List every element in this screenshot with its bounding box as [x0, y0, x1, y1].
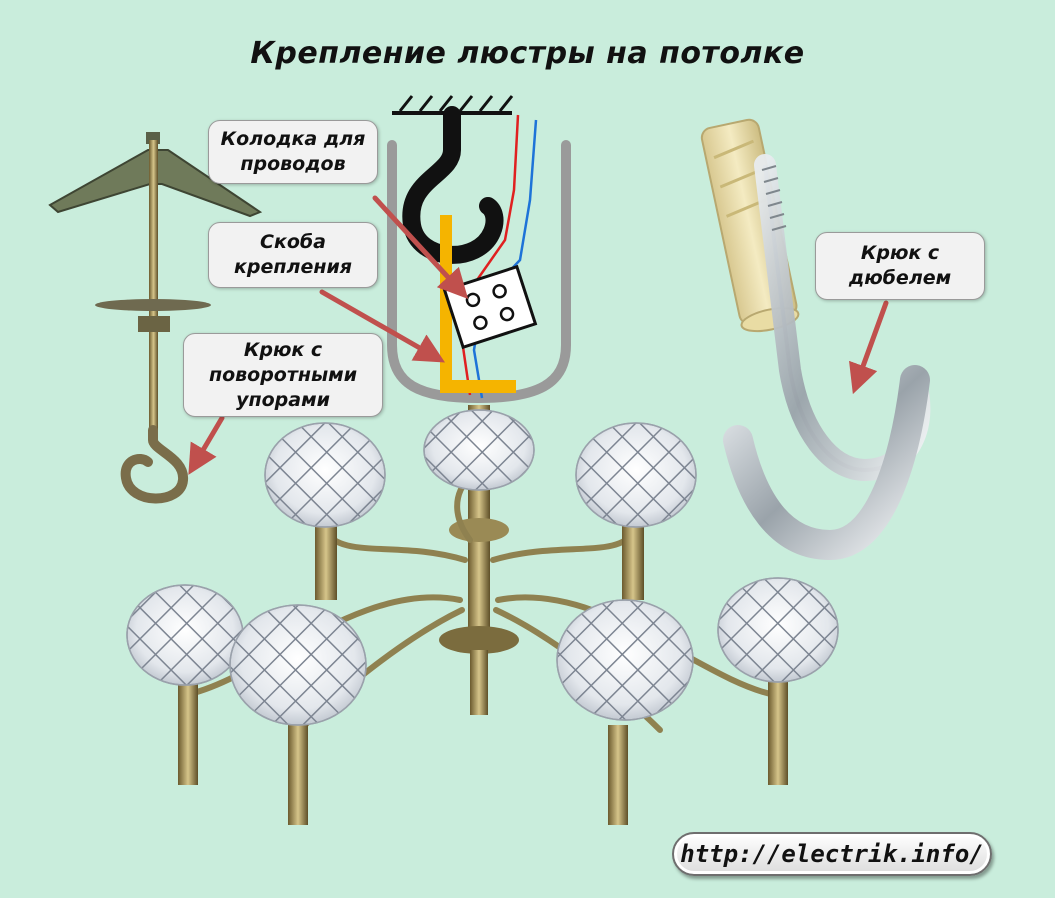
callout-terminal-block: Колодка для проводов: [208, 120, 378, 184]
page-title: Крепление люстры на потолке: [250, 36, 805, 71]
ceiling-hook: [402, 106, 504, 264]
callout-line: проводов: [240, 153, 346, 175]
glass-shade: [229, 604, 367, 726]
callout-line: Колодка для: [220, 128, 366, 150]
dowel-hook: [700, 118, 931, 561]
glass-shade: [575, 422, 697, 528]
wire-red: [460, 114, 520, 396]
wire-blue: [472, 119, 538, 399]
callout-toggle-hook: Крюк с поворотными упорами: [183, 333, 383, 417]
callout-line: крепления: [234, 256, 352, 278]
callout-dowel-hook: Крюк с дюбелем: [815, 232, 985, 300]
website-link[interactable]: http://electrik.info/: [672, 832, 992, 876]
glass-shade: [556, 599, 694, 721]
arrow-dowel-hook: [849, 300, 889, 395]
arrow-toggle-hook: [188, 415, 225, 475]
callout-line: поворотными: [208, 363, 358, 386]
toggle-hook: [48, 132, 263, 504]
arrow-mounting-bracket: [319, 289, 446, 363]
glass-shade: [264, 422, 386, 528]
glass-shade: [423, 409, 535, 491]
callout-line: упорами: [236, 388, 330, 411]
callout-line: дюбелем: [848, 267, 952, 289]
callout-line: Крюк с: [243, 338, 323, 361]
chandelier: [126, 405, 839, 825]
callout-line: Скоба: [260, 231, 326, 253]
callout-mounting-bracket: Скоба крепления: [208, 222, 378, 288]
terminal-block: [442, 264, 538, 350]
chandelier-canopy: [387, 140, 571, 404]
callout-line: Крюк с: [860, 242, 940, 264]
arrow-terminal-block: [372, 195, 469, 300]
glass-shade: [717, 577, 839, 683]
glass-shade: [126, 584, 244, 686]
